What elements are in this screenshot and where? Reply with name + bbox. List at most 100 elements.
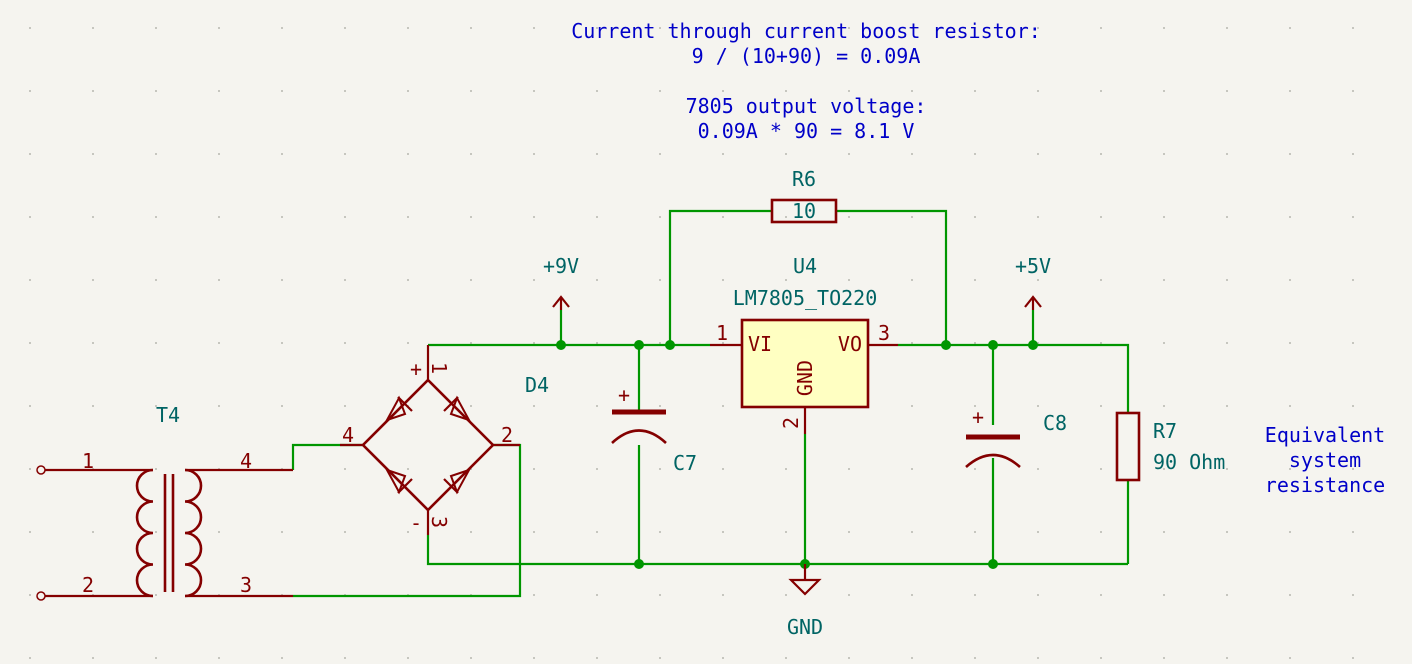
note-voltage-title: 7805 output voltage: — [686, 94, 927, 118]
u4-pin1-label: 1 — [716, 321, 728, 345]
grid-dot — [785, 90, 787, 92]
note-current-formula: 9 / (10+90) = 0.09A — [692, 44, 921, 68]
grid-dot — [533, 27, 535, 29]
grid-dot — [407, 27, 409, 29]
grid-dot — [344, 279, 346, 281]
arrow-up-icon — [552, 295, 570, 308]
grid-dot — [1352, 27, 1354, 29]
grid-dot — [1289, 90, 1291, 92]
grid-dot — [1100, 468, 1102, 470]
grid-dot — [533, 153, 535, 155]
grid-dot — [344, 27, 346, 29]
grid-dot — [1289, 153, 1291, 155]
grid-dot — [92, 216, 94, 218]
grid-dot — [1100, 342, 1102, 344]
grid-dot — [848, 27, 850, 29]
grid-dot — [1289, 468, 1291, 470]
wire-gnd-rail — [426, 535, 1128, 566]
grid-dot — [848, 216, 850, 218]
diode-icon — [384, 395, 413, 422]
grid-dot — [155, 153, 157, 155]
d4-plus-label: + — [410, 357, 422, 381]
capacitor-c7[interactable]: + C7 — [611, 383, 697, 475]
r7-body — [1115, 411, 1141, 482]
power-flag-plus9v[interactable]: +9V — [543, 254, 579, 310]
grid-dot — [218, 531, 220, 533]
grid-dot — [722, 531, 724, 533]
grid-dot — [659, 594, 661, 596]
grid-dot — [29, 90, 31, 92]
wire-t4-pin4 — [291, 443, 363, 470]
grid-dot — [722, 216, 724, 218]
grid-dot — [722, 27, 724, 29]
grid-dot — [29, 531, 31, 533]
grid-dot — [1289, 216, 1291, 218]
grid-dot — [533, 657, 535, 659]
grid-dot — [29, 153, 31, 155]
grid-dot — [407, 531, 409, 533]
grid-dot — [1289, 279, 1291, 281]
grid-dot — [1163, 216, 1165, 218]
grid-dot — [344, 153, 346, 155]
grid-dot — [974, 405, 976, 407]
grid-dot — [92, 657, 94, 659]
grid-dot — [533, 468, 535, 470]
grid-dot — [155, 531, 157, 533]
power-flag-gnd[interactable]: GND — [787, 564, 823, 639]
grid-dot — [1352, 531, 1354, 533]
capacitor-c8[interactable]: + C8 — [965, 405, 1067, 468]
grid-dot — [407, 657, 409, 659]
r6-value: 10 — [792, 199, 816, 223]
regulator-u4[interactable]: U4 LM7805_TO220 VI VO GND 1 3 2 — [710, 254, 898, 434]
grid-dot — [533, 279, 535, 281]
grid-dot — [29, 594, 31, 596]
grid-dot — [1226, 405, 1228, 407]
junction — [556, 340, 566, 350]
grid-dot — [596, 468, 598, 470]
grid-dot — [470, 342, 472, 344]
grid-dot — [911, 468, 913, 470]
grid-dot — [596, 27, 598, 29]
grid-dot — [155, 342, 157, 344]
c7-curved-plate — [611, 429, 667, 444]
grid-dot — [659, 657, 661, 659]
grid-dot — [92, 90, 94, 92]
grid-dot — [29, 468, 31, 470]
grid-dot — [344, 405, 346, 407]
d4-reference: D4 — [525, 373, 549, 397]
resistor-r7[interactable]: R7 90 Ohm — [1115, 411, 1225, 482]
transformer-t4[interactable]: T4 1 2 4 3 — [36, 403, 293, 601]
grid-dot — [848, 468, 850, 470]
grid-dot — [155, 216, 157, 218]
grid-dot — [974, 468, 976, 470]
grid-dot — [1163, 90, 1165, 92]
grid-dot — [722, 594, 724, 596]
grid-dot — [848, 531, 850, 533]
ground-icon — [788, 578, 822, 596]
grid-dot — [974, 216, 976, 218]
c8-curved-plate — [965, 453, 1021, 468]
grid-dot — [281, 27, 283, 29]
grid-dot — [911, 657, 913, 659]
grid-dot — [407, 90, 409, 92]
grid-dot — [218, 216, 220, 218]
grid-dot — [29, 342, 31, 344]
grid-dot — [1289, 594, 1291, 596]
grid-dot — [596, 153, 598, 155]
resistor-r6[interactable]: R6 10 — [770, 167, 838, 224]
grid-dot — [281, 279, 283, 281]
grid-dot — [92, 153, 94, 155]
grid-dot — [155, 405, 157, 407]
grid-dot — [344, 468, 346, 470]
primary-coil — [135, 468, 154, 598]
grid-dot — [344, 657, 346, 659]
d4-pin2-label: 2 — [501, 423, 513, 447]
grid-dot — [596, 657, 598, 659]
grid-dot — [722, 342, 724, 344]
grid-dot — [659, 90, 661, 92]
t4-reference: T4 — [156, 403, 180, 427]
grid-dot — [281, 405, 283, 407]
grid-dot — [1289, 405, 1291, 407]
bridge-rectifier-d4[interactable]: D4 + 1 4 2 - 3 — [340, 345, 549, 535]
power-flag-plus5v[interactable]: +5V — [1015, 254, 1051, 310]
